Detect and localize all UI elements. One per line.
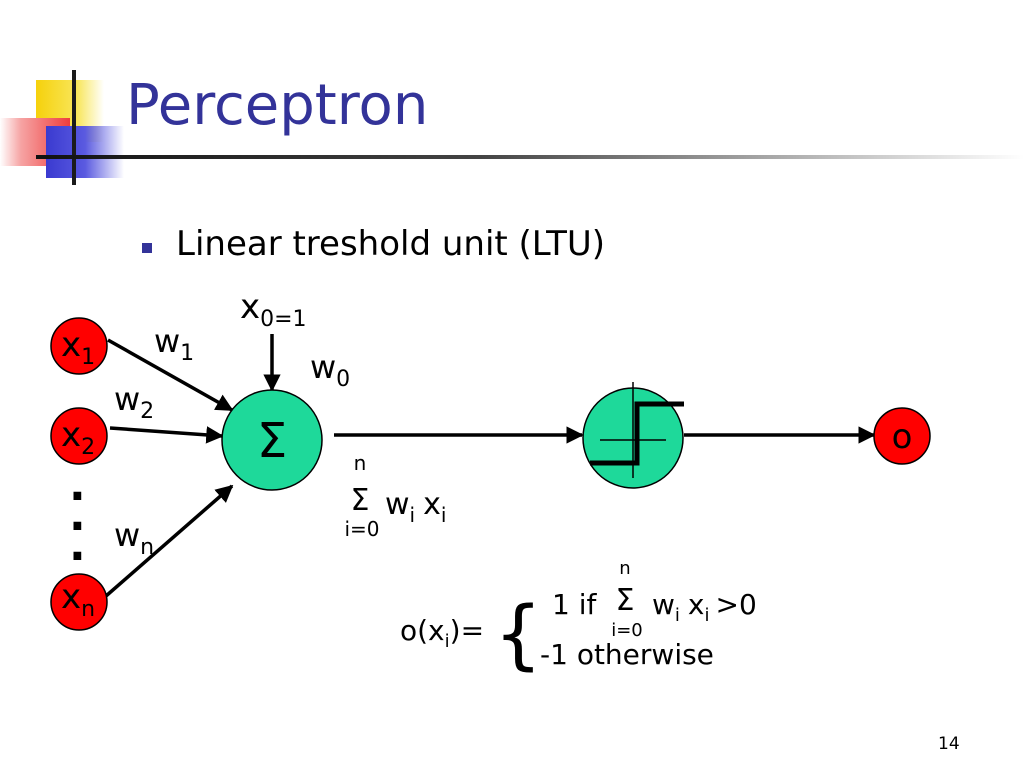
edge-xn-to-sum bbox=[104, 484, 234, 598]
title-underline bbox=[36, 155, 1024, 159]
slide-title: Perceptron bbox=[126, 73, 429, 138]
weight-label-w0: w0 bbox=[310, 348, 350, 392]
formula-case1-sigma: Σ bbox=[616, 583, 635, 618]
formula-case1-lower: i=0 bbox=[611, 620, 643, 641]
formula-case1-upper: n bbox=[619, 558, 630, 579]
edge-x2-to-sum bbox=[109, 426, 224, 444]
sigma-icon: Σ bbox=[257, 413, 287, 469]
edge-x1-to-sum bbox=[107, 338, 234, 412]
title-decoration-vertical-line bbox=[72, 70, 76, 185]
formula-case1-prefix: 1 if bbox=[552, 588, 597, 621]
ellipsis-dot-3: . bbox=[69, 520, 86, 571]
weight-label-w2: w2 bbox=[114, 380, 154, 424]
sum-node bbox=[221, 389, 323, 491]
sum-expr-upper: n bbox=[354, 451, 367, 475]
input-node-x1 bbox=[50, 317, 108, 375]
ellipsis-dot-2: . bbox=[69, 490, 86, 541]
input-label-xn: xn bbox=[61, 577, 95, 622]
sum-expr-sigma: Σ bbox=[351, 483, 370, 518]
output-label: o bbox=[892, 417, 913, 457]
threshold-node bbox=[582, 382, 684, 489]
input-node-x2 bbox=[50, 407, 108, 465]
bullet-text: Linear treshold unit (LTU) bbox=[176, 224, 605, 264]
formula-brace: { bbox=[494, 589, 542, 678]
formula-lhs: o(xi)= bbox=[400, 614, 484, 652]
formula-case2: -1 otherwise bbox=[540, 638, 714, 671]
bullet-marker bbox=[142, 243, 152, 253]
weight-label-wn: wn bbox=[114, 516, 154, 560]
input-node-xn bbox=[50, 573, 108, 631]
step-function-icon bbox=[590, 382, 684, 478]
page-number: 14 bbox=[938, 734, 960, 754]
weight-label-w1: w1 bbox=[154, 322, 194, 366]
input-label-x1: x1 bbox=[61, 325, 95, 370]
bias-label-x0: x0=1 bbox=[240, 287, 307, 332]
sum-expr-lower: i=0 bbox=[344, 517, 379, 541]
input-label-x2: x2 bbox=[61, 415, 95, 460]
ellipsis-dot-1: . bbox=[69, 460, 86, 511]
title-decoration-blue bbox=[46, 126, 124, 178]
output-node bbox=[873, 407, 931, 465]
